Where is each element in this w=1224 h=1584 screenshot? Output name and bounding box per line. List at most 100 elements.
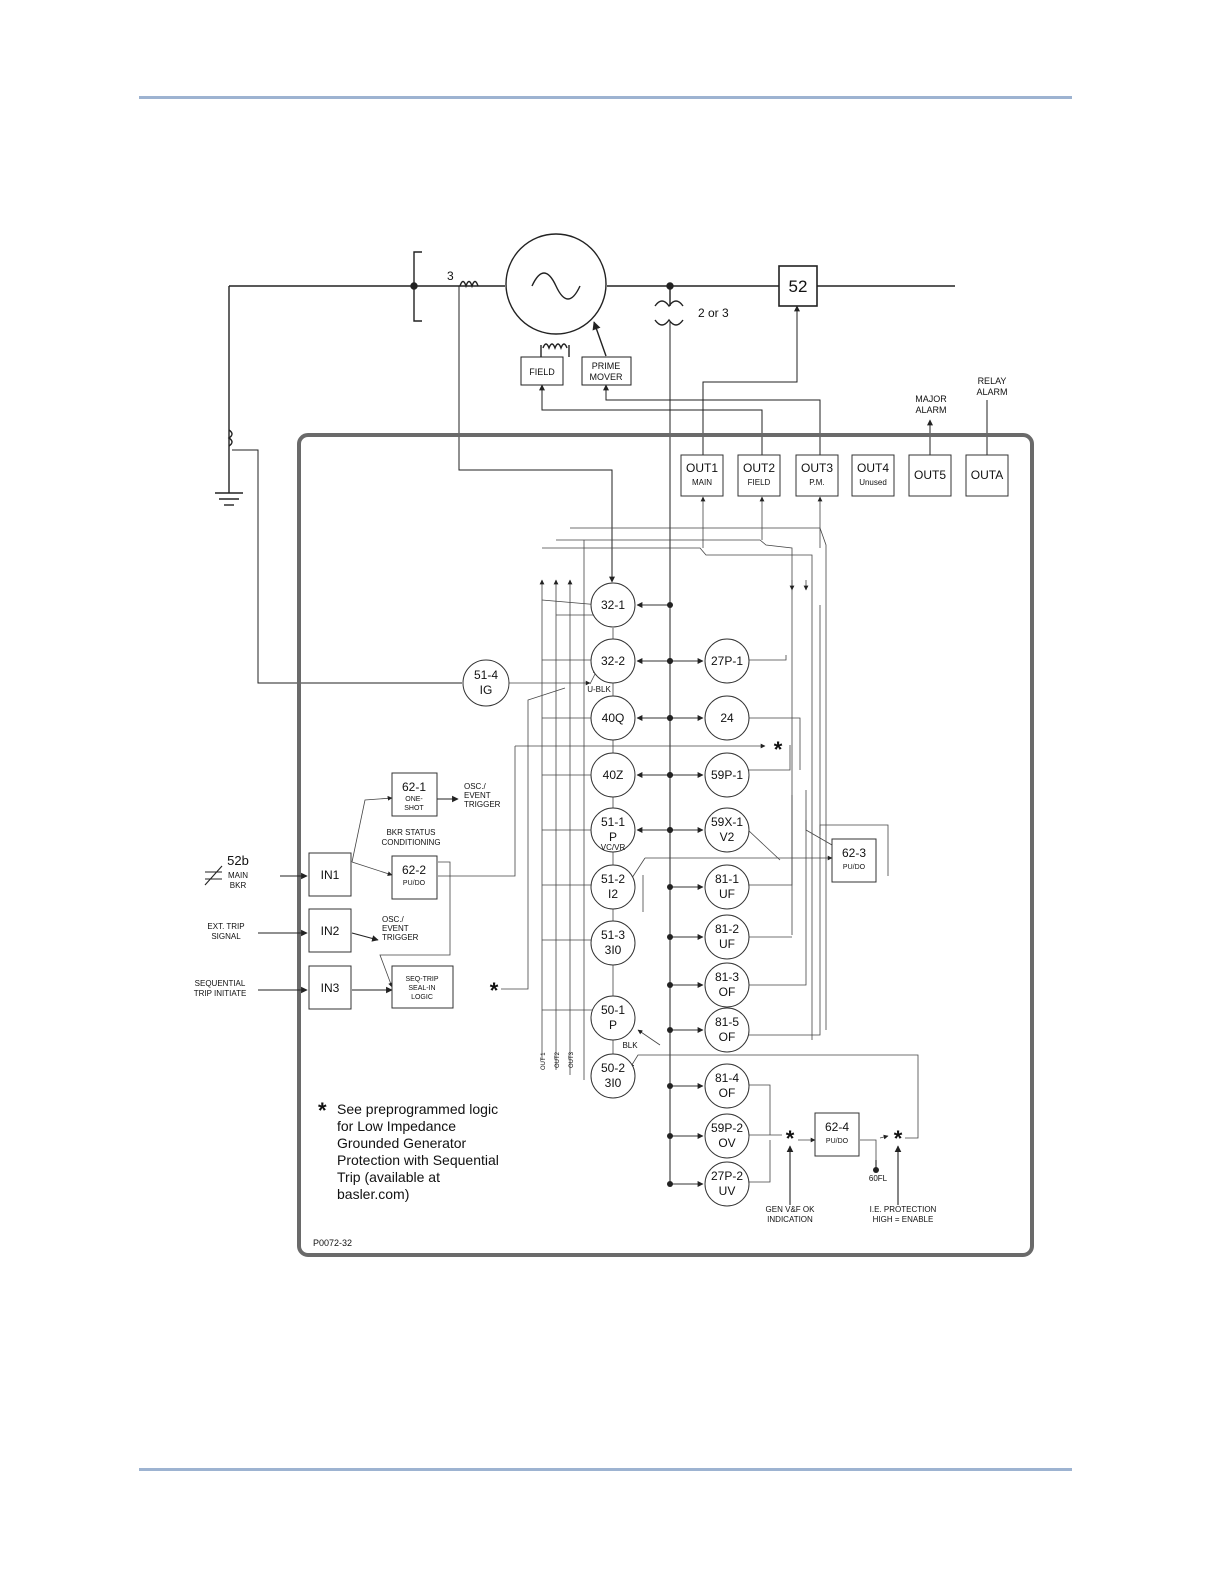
ct-count-label: 3: [447, 269, 454, 283]
c52b-label: 52b: [227, 853, 249, 868]
box-seq-trip: [391, 965, 454, 1009]
b623-l2: PU/DO: [843, 864, 866, 871]
out3-tap-label: OUT3: [569, 1051, 575, 1068]
gen-ok-l1: GEN V&F OK: [766, 1205, 816, 1214]
bkr-status-l1: BKR STATUS: [386, 828, 435, 837]
relay-alarm-label-1: RELAY: [978, 376, 1007, 386]
logic-wiring: [351, 496, 919, 1183]
right-elements: 27P-12459P-159X-1V281-1UF81-2UF81-3OF81-…: [667, 638, 750, 1207]
major-alarm-label-1: MAJOR: [915, 394, 947, 404]
bkr-status-l2: CONDITIONING: [381, 838, 440, 847]
output-name-1: OUT2: [743, 461, 775, 475]
in1-label: IN1: [321, 868, 340, 882]
major-alarm-label-2: ALARM: [915, 405, 946, 415]
phase-ct: [459, 280, 479, 289]
breaker-52-label: 52: [789, 277, 808, 296]
b622-l1: 62-2: [402, 863, 426, 877]
output-name-5: OUTA: [971, 468, 1003, 482]
right-element-circle-0: [704, 638, 750, 684]
box-in2: [308, 908, 352, 953]
phase-ct-wire: [458, 286, 615, 583]
asterisk-ie: *: [894, 1126, 903, 1151]
center-element-circle-4: [590, 807, 636, 853]
note-star: *: [318, 1098, 327, 1123]
main-bkr-l2: BKR: [230, 881, 247, 890]
right-element-l1-9: 59P-2: [711, 1121, 743, 1135]
right-element-l1-10: 27P-2: [711, 1169, 743, 1183]
asterisk-gen-ok: *: [786, 1126, 795, 1151]
output-box-4: [908, 454, 952, 497]
asterisk-seq: *: [490, 978, 499, 1003]
ext-trip-l2: SIGNAL: [211, 932, 241, 941]
note-line-4: Trip (available at: [337, 1169, 440, 1185]
right-element-l1-5: 81-2: [715, 922, 739, 936]
ext-trip-l1: EXT. TRIP: [207, 922, 244, 931]
seq-trip-l1: SEQUENTIAL: [195, 979, 246, 988]
power-system: [215, 233, 955, 1182]
b622-l2: PU/DO: [403, 880, 426, 887]
output-box-3: [851, 454, 895, 497]
center-element-circle-6: [590, 920, 636, 966]
output-box-1: [737, 454, 781, 497]
right-node-8: [667, 1083, 673, 1089]
right-element-l1-2: 59P-1: [711, 768, 743, 782]
field-box-label: FIELD: [529, 367, 555, 377]
center-element-l3-4: VC/VR: [601, 843, 626, 852]
right-node-10: [667, 1181, 673, 1187]
asterisk-24: *: [774, 737, 783, 762]
box-62-2: [391, 855, 438, 900]
center-element-l1-0: 32-1: [601, 598, 625, 612]
note-line-0: See preprogrammed logic: [337, 1101, 498, 1117]
right-element-l2-3: V2: [720, 830, 735, 844]
osc1-l2: EVENT: [464, 791, 491, 800]
fl60-dot: [873, 1167, 879, 1173]
output-name-3: OUT4: [857, 461, 889, 475]
center-element-circle-7: [590, 995, 636, 1041]
output-sub-3: Unused: [859, 478, 887, 487]
right-element-l2-4: UF: [719, 887, 735, 901]
center-element-l1-2: 40Q: [602, 711, 625, 725]
osc2-l3: TRIGGER: [382, 933, 419, 942]
note-line-1: for Low Impedance: [337, 1118, 456, 1134]
right-element-circle-6: [704, 962, 750, 1008]
prime-mover-label-1: PRIME: [592, 361, 621, 371]
center-element-l1-3: 40Z: [603, 768, 624, 782]
output-name-0: OUT1: [686, 461, 718, 475]
output-name-4: OUT5: [914, 468, 946, 482]
right-node-0: [667, 658, 673, 664]
bus-node: [410, 282, 418, 290]
prime-mover-label-2: MOVER: [589, 372, 623, 382]
right-element-circle-5: [704, 914, 750, 960]
u-blk-label: U-BLK: [587, 685, 611, 694]
right-element-circle-2: [704, 752, 750, 798]
box-62-3: [831, 838, 877, 883]
b621-l3: SHOT: [404, 805, 424, 812]
out1-tap-label: OUT 1: [541, 1052, 547, 1070]
right-element-l2-5: UF: [719, 937, 735, 951]
osc2-l1: OSC./: [382, 915, 405, 924]
center-element-l2-5: I2: [608, 887, 618, 901]
output-box-5: [965, 454, 1009, 497]
in3-label: IN3: [321, 981, 340, 995]
main-bkr-l1: MAIN: [228, 871, 248, 880]
note-line-5: basler.com): [337, 1186, 409, 1202]
center-element-l1-4: 51-1: [601, 815, 625, 829]
center-element-l1-8: 50-2: [601, 1061, 625, 1075]
center-element-l2-8: 3I0: [605, 1076, 622, 1090]
relay-alarm-label-2: ALARM: [976, 387, 1007, 397]
note-line-3: Protection with Sequential: [337, 1152, 499, 1168]
box-in1: [308, 852, 352, 897]
right-element-circle-7: [704, 1007, 750, 1053]
right-element-circle-10: [704, 1161, 750, 1207]
right-element-l1-6: 81-3: [715, 970, 739, 984]
seq-l3: LOGIC: [411, 994, 433, 1001]
output-name-2: OUT3: [801, 461, 833, 475]
right-element-l2-6: OF: [719, 985, 736, 999]
right-element-circle-1: [704, 695, 750, 741]
note-line-2: Grounded Generator: [337, 1135, 467, 1151]
right-node-3: [667, 827, 673, 833]
right-element-l2-10: UV: [719, 1184, 736, 1198]
right-node-9: [667, 1133, 673, 1139]
